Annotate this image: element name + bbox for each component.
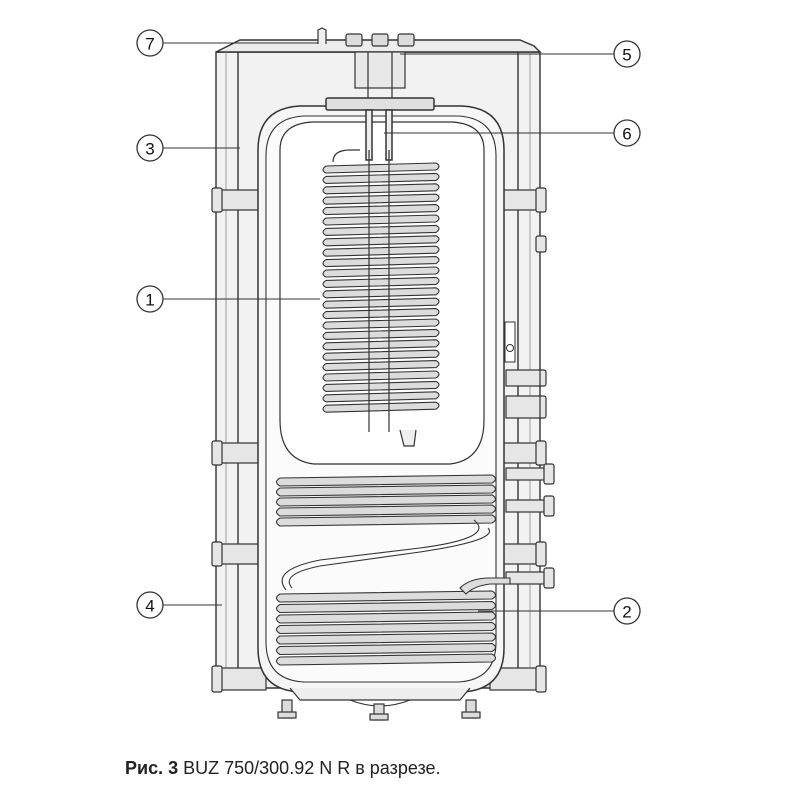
callout-7: 7 [136, 29, 164, 57]
coil-turn [275, 504, 497, 517]
callout-label: 4 [145, 597, 154, 616]
coil-turn [275, 632, 497, 645]
coil-turn [322, 391, 440, 403]
coil-turn [322, 318, 440, 330]
callout-label: 2 [622, 603, 631, 622]
coil-turn [275, 600, 497, 614]
callout-label: 7 [145, 35, 154, 54]
callout-5: 5 [613, 40, 641, 68]
callout-circle [136, 29, 164, 57]
callout-circle [136, 134, 164, 162]
figure-caption: Рис. 3 BUZ 750/300.92 N R в разрезе. [125, 758, 441, 779]
callout-markers: 1 2 3 4 5 6 7 [136, 29, 641, 625]
caption-text: BUZ 750/300.92 N R в разрезе. [183, 758, 441, 778]
coil-turn [322, 266, 440, 278]
callout-3: 3 [136, 134, 164, 162]
callout-1: 1 [136, 285, 164, 313]
callout-label: 6 [622, 125, 631, 144]
coil-turn [275, 642, 497, 656]
coil-turn [322, 308, 440, 320]
coil-turn [322, 328, 440, 340]
callout-label: 5 [622, 46, 631, 65]
coil-turn [322, 276, 440, 288]
coil-turn [322, 349, 440, 361]
callout-circle [613, 40, 641, 68]
coil-turn [322, 245, 440, 257]
coil-turn [322, 162, 440, 174]
coil-turn [275, 611, 497, 624]
coil-turn [275, 621, 497, 635]
coil-turn [322, 339, 440, 351]
coil-turn [322, 224, 440, 236]
coil-turn [275, 474, 497, 487]
coil-turn [322, 204, 440, 216]
caption-prefix: Рис. 3 [125, 758, 179, 778]
coil-turn [322, 360, 440, 372]
callout-circle [613, 119, 641, 147]
coil-turn [322, 214, 440, 226]
leader-lines [163, 42, 614, 612]
coil-turn [275, 653, 497, 666]
side-brackets [211, 187, 555, 693]
coil-turn [322, 235, 440, 247]
callout-2: 2 [613, 597, 641, 625]
coil-inlet-pipe [459, 577, 511, 595]
coil-turn [322, 287, 440, 299]
coil-turn [322, 193, 440, 205]
callout-circle [613, 597, 641, 625]
upper-heat-exchanger-coil [322, 162, 440, 413]
callout-circle [136, 285, 164, 313]
coil-turn [275, 590, 497, 603]
callout-6: 6 [613, 119, 641, 147]
feet [277, 687, 481, 721]
coil-turn [275, 494, 497, 507]
coil-turn [322, 172, 440, 184]
callout-label: 3 [145, 140, 154, 159]
lower-heat-exchanger-coil [275, 474, 511, 666]
coil-turn [322, 297, 440, 309]
coil-turn [322, 380, 440, 392]
coil-turn [322, 401, 440, 413]
coil-turn [275, 484, 497, 497]
sensor-port [504, 321, 516, 363]
coil-turn [322, 370, 440, 382]
callout-label: 1 [145, 291, 154, 310]
top-fittings [317, 27, 415, 100]
center-pipes [332, 149, 417, 447]
coil-turn [275, 514, 497, 527]
callout-circle [136, 591, 164, 619]
callout-4: 4 [136, 591, 164, 619]
coil-turn [322, 256, 440, 268]
coil-turn [322, 183, 440, 195]
coil-transition [281, 519, 491, 591]
